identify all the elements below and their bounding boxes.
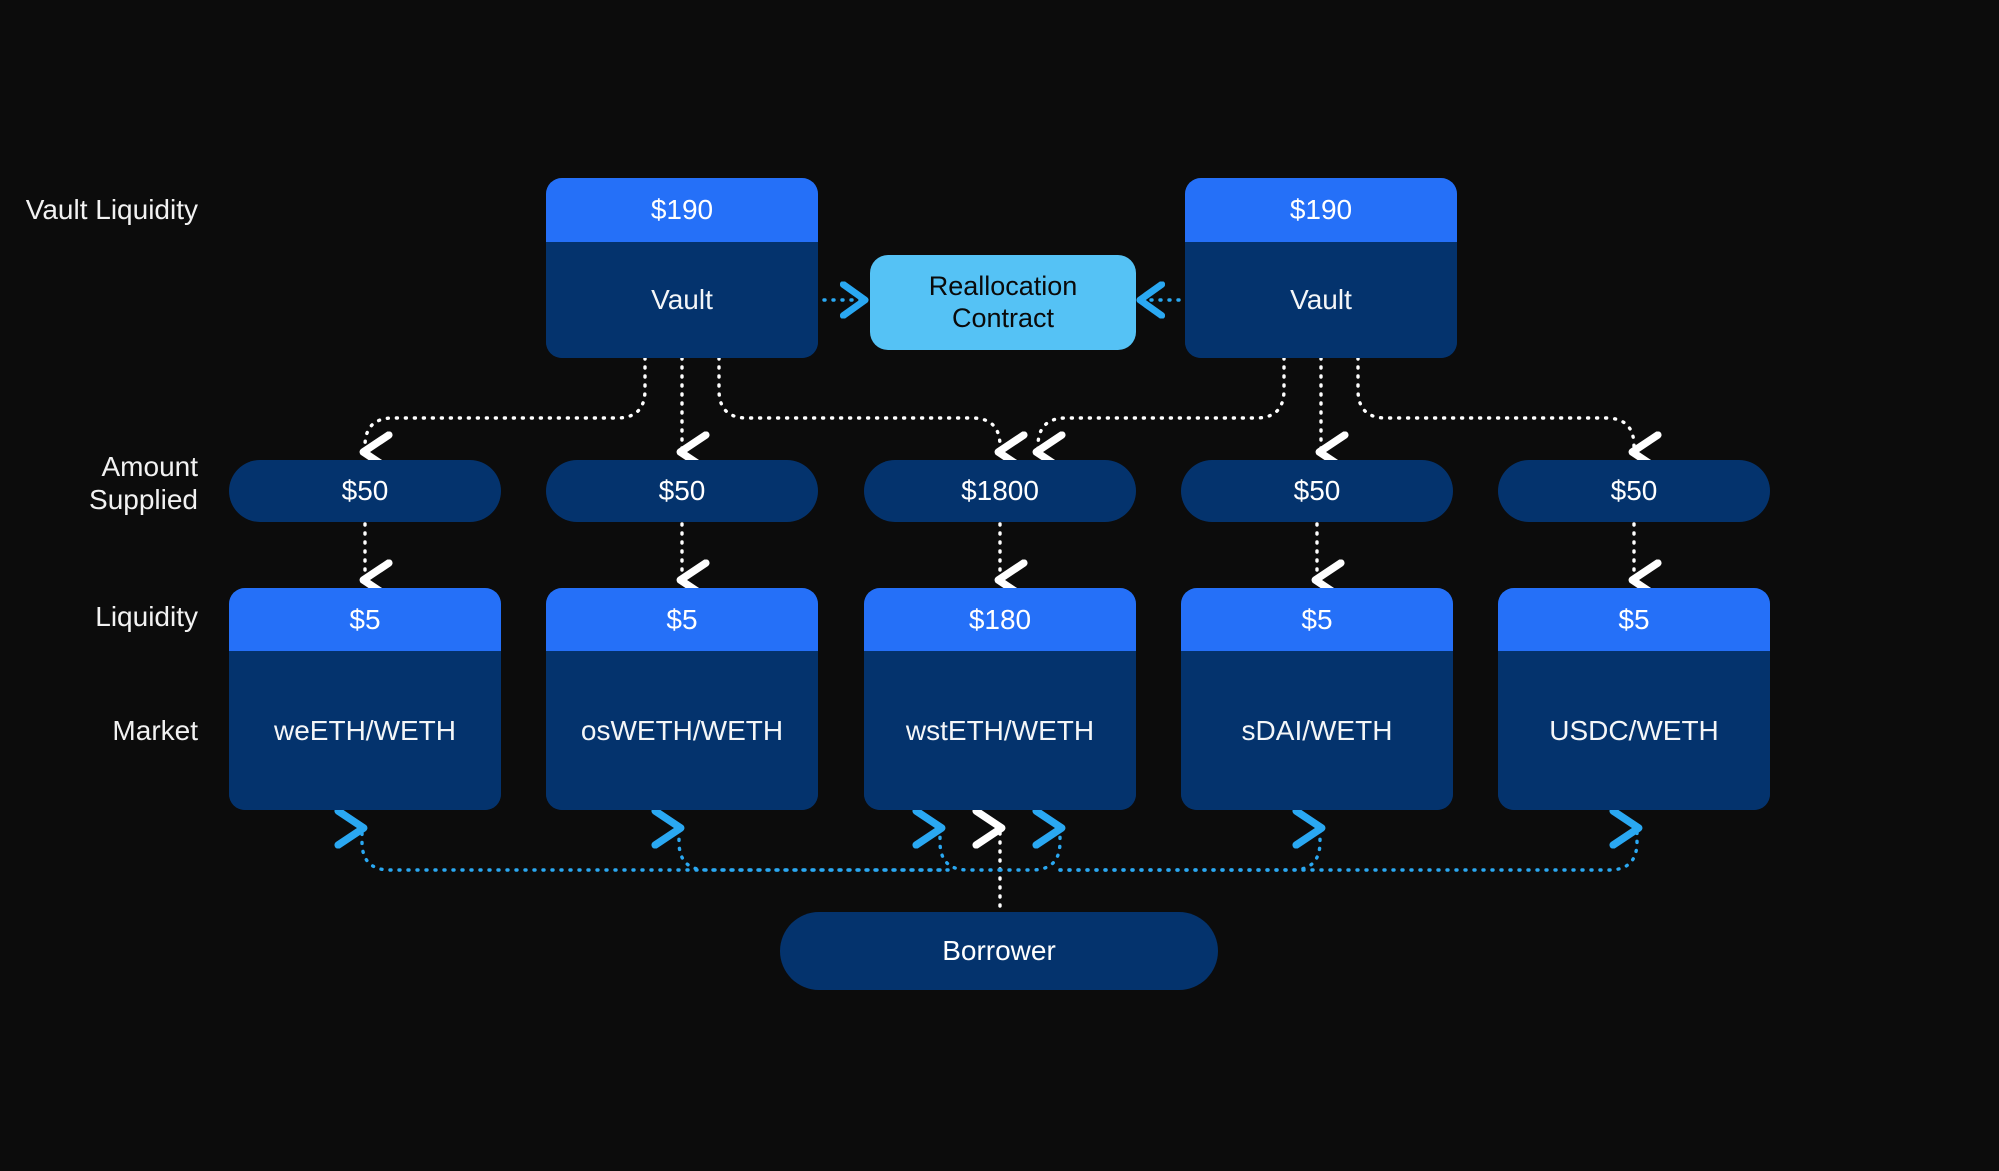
market-2-liquidity-value: $5 — [546, 588, 818, 651]
market-5-name: USDC/WETH — [1498, 651, 1770, 810]
edge-borrower-to-market-2 — [679, 828, 950, 872]
market-card-2[interactable]: $5 osWETH/WETH — [546, 588, 818, 810]
row-label-liquidity: Liquidity — [95, 601, 198, 632]
vault-right-liquidity-value: $190 — [1185, 178, 1457, 242]
market-3-name: wstETH/WETH — [864, 651, 1136, 810]
edge-vault-right-to-supply-5 — [1356, 356, 1634, 452]
row-label-vault-liquidity: Vault Liquidity — [25, 194, 198, 225]
market-card-5[interactable]: $5 USDC/WETH — [1498, 588, 1770, 810]
market-4-name: sDAI/WETH — [1181, 651, 1453, 810]
vault-right-label: Vault — [1185, 242, 1457, 358]
borrower-node[interactable]: Borrower — [780, 912, 1218, 990]
market-card-4[interactable]: $5 sDAI/WETH — [1181, 588, 1453, 810]
edge-borrower-to-market-3-right — [998, 828, 1060, 872]
edge-borrower-to-market-1 — [362, 828, 942, 872]
market-card-3[interactable]: $180 wstETH/WETH — [864, 588, 1136, 810]
market-3-liquidity-value: $180 — [864, 588, 1136, 651]
market-5-liquidity-value: $5 — [1498, 588, 1770, 651]
vault-left-liquidity-value: $190 — [546, 178, 818, 242]
edge-borrower-to-market-5 — [1058, 828, 1637, 872]
market-1-name: weETH/WETH — [229, 651, 501, 810]
row-label-amount-supplied: Amount Supplied — [89, 451, 198, 516]
edge-borrower-to-market-4 — [1058, 828, 1320, 872]
reallocation-contract-node[interactable]: Reallocation Contract — [870, 255, 1136, 350]
edge-vault-left-to-supply-3 — [717, 356, 1000, 452]
edge-borrower-to-market-3-left — [940, 828, 1002, 872]
vault-left-label: Vault — [546, 242, 818, 358]
amount-supplied-pill-5[interactable]: $50 — [1498, 460, 1770, 522]
market-1-liquidity-value: $5 — [229, 588, 501, 651]
edge-vault-right-to-supply-3 — [1038, 356, 1286, 452]
market-4-liquidity-value: $5 — [1181, 588, 1453, 651]
amount-supplied-pill-2[interactable]: $50 — [546, 460, 818, 522]
amount-supplied-pill-4[interactable]: $50 — [1181, 460, 1453, 522]
amount-supplied-pill-3[interactable]: $1800 — [864, 460, 1136, 522]
market-2-name: osWETH/WETH — [546, 651, 818, 810]
row-label-market: Market — [112, 715, 198, 746]
amount-supplied-pill-1[interactable]: $50 — [229, 460, 501, 522]
vault-card-right[interactable]: $190 Vault — [1185, 178, 1457, 358]
vault-card-left[interactable]: $190 Vault — [546, 178, 818, 358]
market-card-1[interactable]: $5 weETH/WETH — [229, 588, 501, 810]
edge-vault-left-to-supply-1 — [365, 356, 647, 452]
